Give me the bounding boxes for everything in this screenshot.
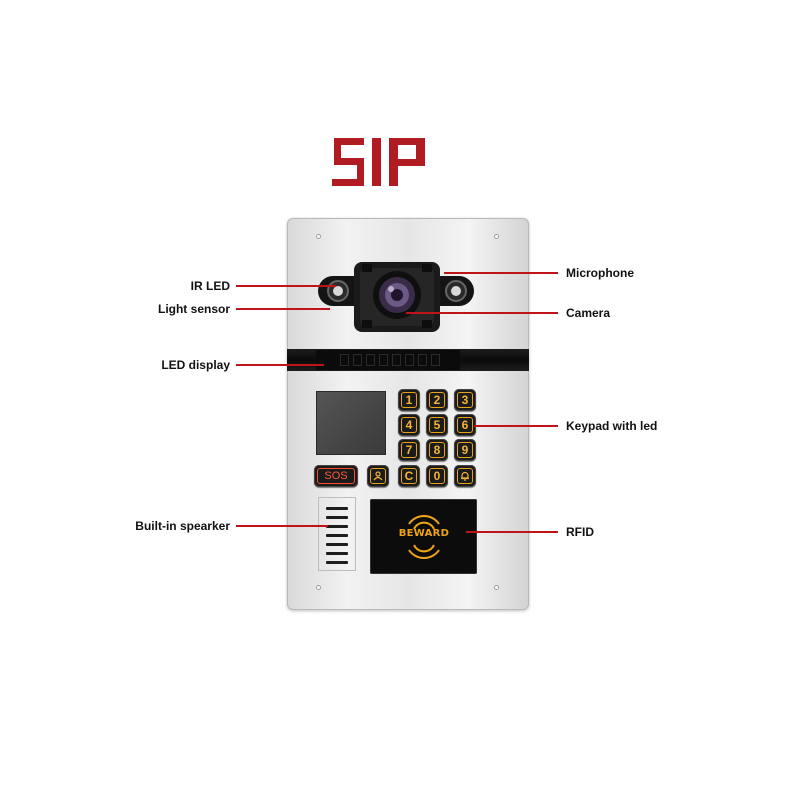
key-1[interactable]: 1 — [398, 389, 420, 411]
key-4[interactable]: 4 — [398, 414, 420, 436]
concierge-icon — [370, 468, 386, 484]
leader-led-display — [236, 364, 324, 366]
display-window — [316, 391, 386, 455]
key-9[interactable]: 9 — [454, 439, 476, 461]
mounting-hole-top-right — [494, 234, 499, 239]
concierge-button[interactable] — [367, 465, 389, 487]
sos-button[interactable]: SOS — [314, 465, 358, 487]
call-button[interactable] — [454, 465, 476, 487]
key-6[interactable]: 6 — [454, 414, 476, 436]
leader-microphone — [444, 272, 558, 274]
leader-speaker — [236, 525, 328, 527]
key-7[interactable]: 7 — [398, 439, 420, 461]
rfid-waves-icon — [408, 515, 440, 559]
mounting-hole-bottom-right — [494, 585, 499, 590]
key-5[interactable]: 5 — [426, 414, 448, 436]
mounting-hole-top-left — [316, 234, 321, 239]
leader-camera — [406, 312, 558, 314]
leader-ir-led — [236, 285, 336, 287]
callout-light-sensor: Light sensor — [157, 302, 230, 316]
mounting-hole-bottom-left — [316, 585, 321, 590]
leader-light-sensor — [236, 308, 330, 310]
brand-logo: BEWARD — [398, 528, 450, 539]
callout-led-display: LED display — [161, 358, 230, 372]
leader-rfid — [466, 531, 558, 533]
callout-ir-led: IR LED — [190, 279, 230, 293]
callout-keypad: Keypad with led — [566, 419, 658, 433]
bell-icon — [457, 468, 473, 484]
callout-microphone: Microphone — [566, 266, 634, 280]
leader-keypad — [474, 425, 558, 427]
sip-logo — [332, 138, 425, 186]
key-3[interactable]: 3 — [454, 389, 476, 411]
clear-button[interactable]: C — [398, 465, 420, 487]
rfid-reader — [370, 499, 477, 574]
key-8[interactable]: 8 — [426, 439, 448, 461]
camera-module — [318, 262, 474, 332]
callout-speaker: Built-in spearker — [135, 519, 230, 533]
speaker-grill — [318, 497, 356, 571]
led-display-digits — [340, 354, 440, 366]
key-0[interactable]: 0 — [426, 465, 448, 487]
key-2[interactable]: 2 — [426, 389, 448, 411]
callout-rfid: RFID — [566, 525, 594, 539]
callout-camera: Camera — [566, 306, 611, 320]
